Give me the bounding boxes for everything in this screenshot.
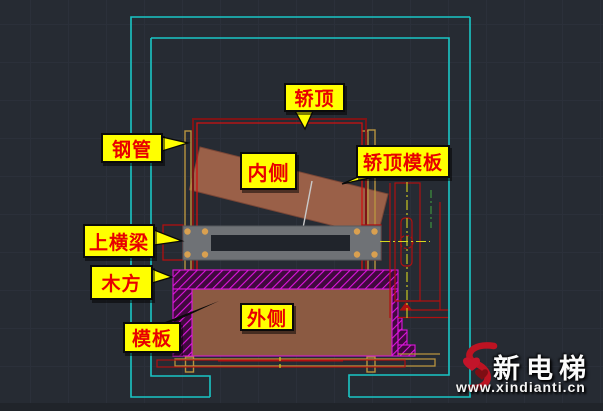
callout-outer-side: 外侧 bbox=[240, 303, 294, 331]
watermark-logo bbox=[463, 342, 498, 392]
guide-rail-bracket bbox=[389, 182, 450, 319]
callout-tails bbox=[151, 110, 375, 324]
callout-inner-side: 内侧 bbox=[240, 152, 297, 190]
watermark-brand: 新电梯 bbox=[493, 354, 592, 384]
callout-upper-beam: 上横梁 bbox=[83, 224, 155, 258]
bottom-support-bars bbox=[156, 353, 440, 371]
centerlines bbox=[380, 182, 432, 318]
callout-wood-block: 木方 bbox=[90, 265, 153, 300]
callout-car-top: 轿顶 bbox=[284, 83, 345, 112]
callout-steel-pipe: 钢管 bbox=[101, 133, 163, 163]
watermark-site-url: www.xindianti.cn bbox=[456, 379, 586, 395]
shaft-walls bbox=[130, 16, 471, 398]
callout-car-top-formwork: 轿顶模板 bbox=[356, 145, 450, 178]
upper-beam bbox=[182, 225, 382, 261]
wood-blocking-hatch bbox=[172, 269, 416, 357]
callout-formwork: 模板 bbox=[123, 322, 181, 353]
canvas-bottom-edge bbox=[0, 403, 603, 411]
